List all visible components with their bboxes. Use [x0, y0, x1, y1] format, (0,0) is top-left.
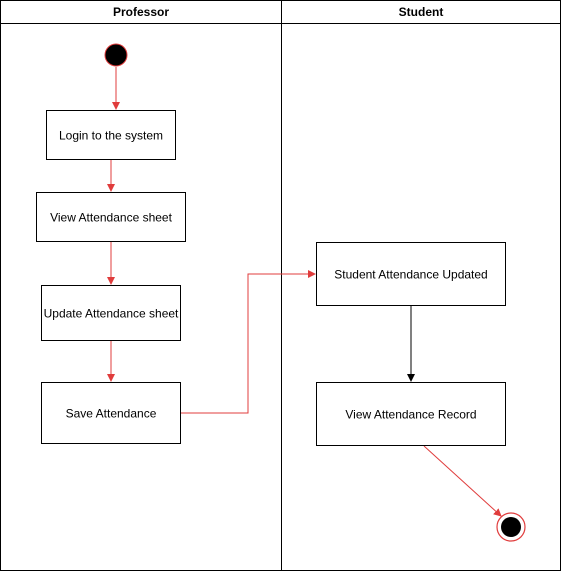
- edge-save-to-student-updated: [181, 270, 316, 414]
- activity-view-sheet-box[interactable]: [36, 192, 186, 242]
- activity-save[interactable]: Save Attendance: [41, 382, 181, 444]
- activity-view-record-box[interactable]: [316, 382, 506, 446]
- activity-update-sheet[interactable]: Update Attendance sheet: [41, 285, 181, 341]
- activity-save-label: Save Attendance: [66, 407, 157, 421]
- activity-view-record-label: View Attendance Record: [345, 408, 476, 422]
- activity-update-sheet-label: Update Attendance sheet: [44, 307, 179, 321]
- activity-view-record[interactable]: View Attendance Record: [316, 382, 506, 446]
- activity-save-box[interactable]: [41, 382, 181, 444]
- activity-view-sheet[interactable]: View Attendance sheet: [36, 192, 186, 242]
- start-node[interactable]: [104, 43, 128, 67]
- activity-login-box[interactable]: [46, 110, 176, 160]
- connectors: [107, 67, 502, 517]
- lane-professor-title: Professor: [113, 5, 169, 19]
- activity-update-sheet-box[interactable]: [41, 285, 181, 341]
- activity-login[interactable]: Login to the system: [46, 110, 176, 160]
- activity-student-updated-box[interactable]: [316, 242, 506, 306]
- lane-student-title: Student: [399, 5, 444, 19]
- activity-student-updated[interactable]: Student Attendance Updated: [316, 242, 506, 306]
- activity-view-sheet-label: View Attendance sheet: [50, 211, 173, 225]
- end-node-inner-dot: [501, 517, 521, 537]
- activity-student-updated-label: Student Attendance Updated: [334, 268, 487, 282]
- edge-view-record-to-end: [423, 445, 502, 517]
- activity-login-label: Login to the system: [59, 129, 163, 143]
- end-node[interactable]: [496, 512, 526, 542]
